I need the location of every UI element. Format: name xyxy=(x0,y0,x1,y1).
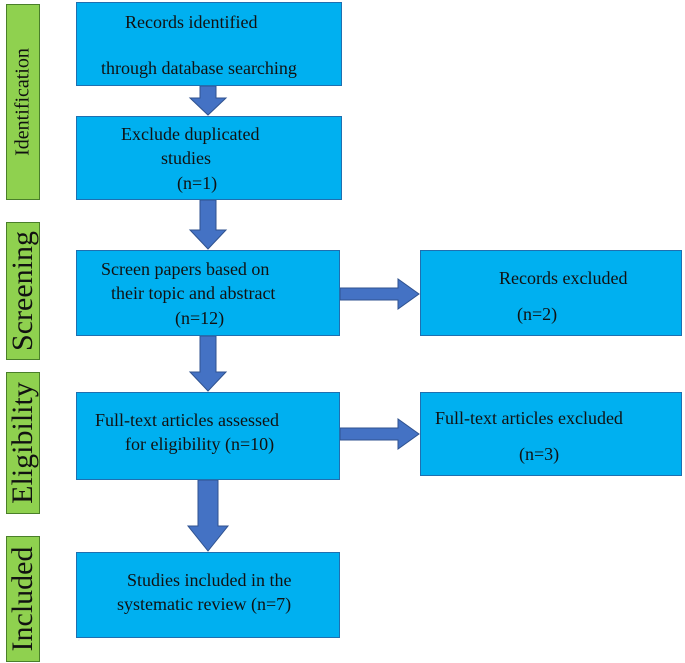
box-text-line: Records excluded xyxy=(499,268,628,288)
box-fulltext-excluded: Full-text articles excluded (n=3) xyxy=(420,392,682,476)
stage-eligibility-label: Eligibility xyxy=(6,382,39,504)
stage-eligibility: Eligibility xyxy=(6,372,40,514)
arrow-down-3 xyxy=(188,336,228,392)
box-text-line: for eligibility (n=10) xyxy=(125,434,275,454)
box-text-line: systematic review (n=7) xyxy=(117,594,292,614)
stage-included-label: Included xyxy=(6,546,39,652)
box-text-line: (n=12) xyxy=(175,308,225,328)
box-text-line: their topic and abstract xyxy=(111,283,276,303)
box-text-line: Studies included in the xyxy=(127,570,292,590)
arrow-right-2 xyxy=(340,418,420,450)
box-exclude-duplicates: Exclude duplicated studies (n=1) xyxy=(76,116,342,200)
box-text-line: through database searching xyxy=(101,58,297,78)
box-text-line: Exclude duplicated xyxy=(121,124,260,144)
stage-screening-label: Screening xyxy=(6,231,39,351)
stage-screening: Screening xyxy=(6,222,40,360)
box-text-line: (n=3) xyxy=(519,444,560,464)
arrow-down-2 xyxy=(188,200,228,250)
arrow-down-4 xyxy=(186,480,230,552)
box-text-line: (n=1) xyxy=(177,173,218,193)
box-text-line: Records identified xyxy=(125,12,258,32)
box-screen-papers: Screen papers based on their topic and a… xyxy=(76,250,340,336)
box-text-line: Full-text articles excluded xyxy=(435,408,623,428)
arrow-down-1 xyxy=(188,86,228,116)
box-studies-included: Studies included in the systematic revie… xyxy=(76,552,340,638)
stage-included: Included xyxy=(6,536,40,662)
box-text-line: Screen papers based on xyxy=(101,259,270,279)
box-records-excluded: Records excluded (n=2) xyxy=(420,250,682,336)
stage-identification: Identification xyxy=(6,4,40,200)
box-fulltext-assessed: Full-text articles assessed for eligibil… xyxy=(76,392,340,480)
box-records-identified: Records identified through database sear… xyxy=(76,2,342,86)
arrow-right-1 xyxy=(340,278,420,310)
box-text-line: (n=2) xyxy=(517,304,558,324)
stage-identification-label: Identification xyxy=(11,48,34,156)
box-text-line: Full-text articles assessed xyxy=(95,410,279,430)
box-text-line: studies xyxy=(161,148,212,168)
